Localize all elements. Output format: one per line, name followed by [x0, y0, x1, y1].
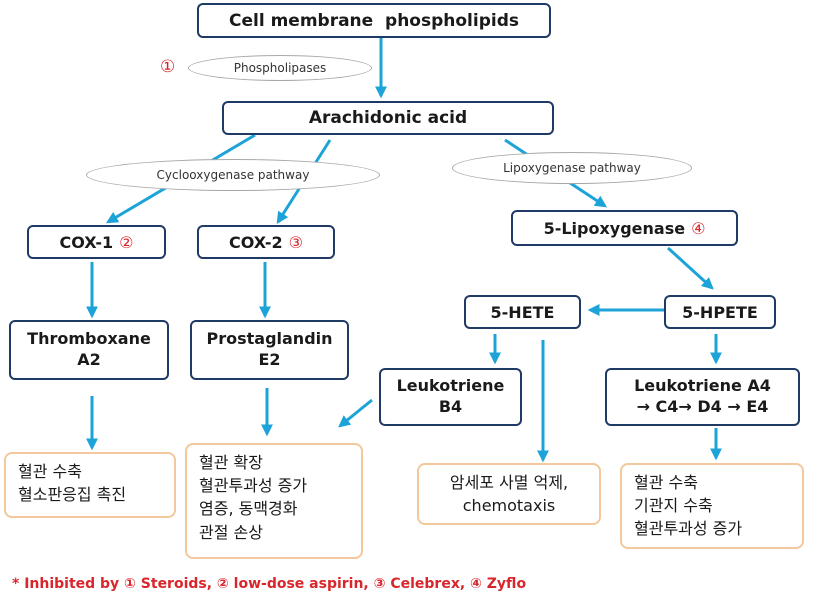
- prostaglandin-effects-box: 혈관 확장 혈관투과성 증가 염증, 동맥경화 관절 손상: [185, 443, 363, 559]
- effect-line: 혈관 확장: [199, 453, 263, 472]
- arrow-lipox-to-hpete: [666, 246, 714, 290]
- 5-hete-node: 5-HETE: [464, 295, 581, 329]
- arachidonic-acid-node: Arachidonic acid: [222, 101, 554, 135]
- leukotriene-b4-label-line2: B4: [438, 397, 463, 416]
- hete-effects-box: 암세포 사멸 억제, chemotaxis: [417, 463, 601, 525]
- leukotriene-a4-node: Leukotriene A4 → C4→ D4 → E4: [605, 368, 800, 426]
- lipoxygenase-pathway-ellipse: Lipoxygenase pathway: [452, 152, 692, 184]
- 5-hpete-label: 5-HPETE: [682, 302, 758, 322]
- prostaglandin-label-line1: Prostaglandin: [206, 329, 333, 349]
- effect-line: 혈관투과성 증가: [634, 519, 743, 539]
- cox2-node: COX-2 ③: [197, 225, 335, 259]
- prostaglandin-label-line2: E2: [258, 350, 281, 369]
- thromboxane-a2-node: Thromboxane A2: [9, 320, 169, 380]
- 5-hete-label: 5-HETE: [490, 302, 555, 322]
- leukotriene-a4-label-line1: Leukotriene A4: [634, 376, 771, 396]
- inhibitor-marker-1: ①: [160, 57, 176, 77]
- cox2-label: COX-2: [229, 232, 283, 252]
- effect-line: 혈관 수축: [634, 473, 698, 492]
- cell-membrane-label: Cell membrane phospholipids: [229, 10, 519, 31]
- cox1-label: COX-1: [59, 232, 114, 252]
- 5-lipoxygenase-label: 5-Lipoxygenase: [543, 218, 686, 238]
- effect-line: 암세포 사멸 억제,: [449, 473, 569, 492]
- 5-lipoxygenase-node: 5-Lipoxygenase ④: [511, 210, 738, 246]
- leukotriene-a4-label-line2: → C4→ D4 → E4: [636, 397, 769, 416]
- thromboxane-effects-box: 혈관 수축 혈소판응집 촉진: [4, 452, 176, 518]
- leukotriene-effects-box: 혈관 수축 기관지 수축 혈관투과성 증가: [620, 463, 804, 549]
- arachidonic-acid-label: Arachidonic acid: [308, 108, 468, 128]
- cox1-marker: ②: [119, 232, 134, 252]
- effect-line: 기관지 수축: [634, 496, 713, 516]
- cell-membrane-phospholipids-node: Cell membrane phospholipids: [197, 3, 551, 38]
- leukotriene-b4-label-line1: Leukotriene: [396, 376, 505, 396]
- cyclooxygenase-pathway-ellipse: Cyclooxygenase pathway: [86, 159, 380, 191]
- cox1-node: COX-1 ②: [27, 225, 166, 259]
- 5-lipoxygenase-marker: ④: [691, 218, 706, 238]
- effect-line: chemotaxis: [462, 496, 556, 516]
- prostaglandin-e2-node: Prostaglandin E2: [190, 320, 349, 380]
- thromboxane-label-line2: A2: [77, 350, 101, 369]
- effect-line: 혈소판응집 촉진: [18, 485, 127, 505]
- arrow-ltb4-to-effect: [338, 398, 373, 428]
- inhibitor-footnote: * Inhibited by ① Steroids, ② low-dose as…: [12, 576, 527, 592]
- effect-line: 관절 손상: [199, 522, 263, 542]
- effect-line: 염증, 동맥경화: [199, 499, 298, 519]
- thromboxane-label-line1: Thromboxane: [27, 329, 151, 349]
- effect-line: 혈관투과성 증가: [199, 476, 308, 496]
- 5-hpete-node: 5-HPETE: [664, 295, 776, 329]
- effect-line: 혈관 수축: [18, 462, 82, 481]
- cox2-marker: ③: [288, 232, 303, 252]
- leukotriene-b4-node: Leukotriene B4: [379, 368, 522, 426]
- phospholipases-ellipse: Phospholipases: [188, 55, 372, 81]
